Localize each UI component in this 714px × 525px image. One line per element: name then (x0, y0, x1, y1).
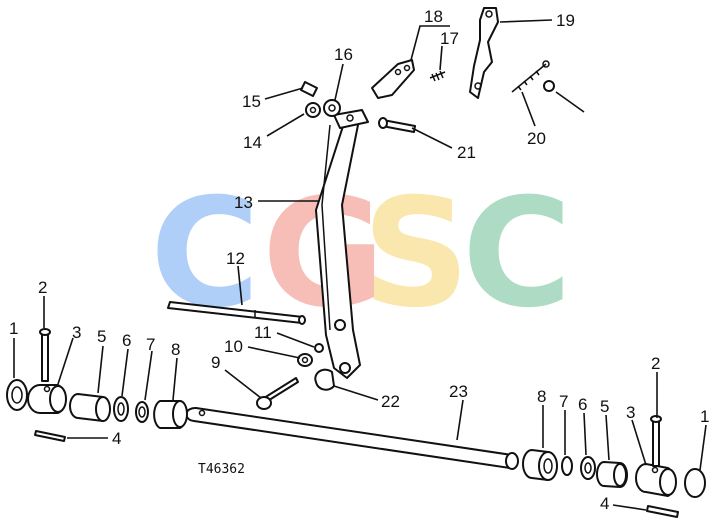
callout-11: 11 (254, 323, 272, 342)
callout-5-left: 5 (97, 327, 106, 346)
callout-1-right: 1 (700, 407, 709, 426)
watermark-letter-3: S (362, 167, 470, 341)
leader-lines (13, 19, 707, 511)
callout-15: 15 (242, 92, 261, 111)
callout-19: 19 (556, 11, 575, 30)
callout-2-left: 2 (38, 278, 47, 297)
upper-left-hardware (300, 81, 341, 118)
callout-3-right: 3 (626, 403, 635, 422)
callout-20: 20 (527, 129, 546, 148)
watermark-letter-4: C (462, 167, 572, 341)
callout-7-right: 7 (559, 392, 568, 411)
callout-22: 22 (381, 392, 400, 411)
callout-5-right: 5 (600, 397, 609, 416)
pedal-lever (315, 109, 369, 379)
callout-4-right: 4 (600, 494, 609, 513)
callout-23: 23 (449, 382, 468, 401)
callout-17: 17 (440, 29, 459, 48)
callout-8-left: 8 (171, 340, 180, 359)
right-bushing-assembly (522, 415, 706, 518)
callout-16: 16 (334, 45, 353, 64)
callout-13: 13 (234, 193, 253, 212)
rod-12 (167, 301, 306, 325)
callout-12: 12 (226, 249, 245, 268)
callout-6-right: 6 (578, 395, 587, 414)
callout-14-left: 14 (243, 133, 262, 152)
callout-labels: 1 2 3 4 5 6 7 8 9 10 11 12 13 14 15 16 1… (9, 7, 709, 513)
main-shaft (185, 406, 519, 470)
figure-code: T46362 (198, 462, 245, 477)
callout-1-left: 1 (9, 319, 18, 338)
callout-10: 10 (224, 337, 243, 356)
callout-9: 9 (211, 353, 220, 372)
bracket-and-spring (371, 59, 446, 99)
callout-2-right: 2 (651, 354, 660, 373)
callout-4-left: 4 (112, 429, 121, 448)
callout-21: 21 (457, 143, 476, 162)
left-bushing-assembly (6, 328, 188, 442)
cgsc-watermark: C G S C (150, 167, 572, 341)
upper-right-linkage (378, 7, 555, 133)
small-hardware (256, 343, 335, 410)
callout-3-left: 3 (72, 323, 81, 342)
callout-18: 18 (424, 7, 443, 26)
callout-7-left: 7 (146, 335, 155, 354)
callout-6-left: 6 (122, 331, 131, 350)
callout-8-right: 8 (537, 387, 546, 406)
